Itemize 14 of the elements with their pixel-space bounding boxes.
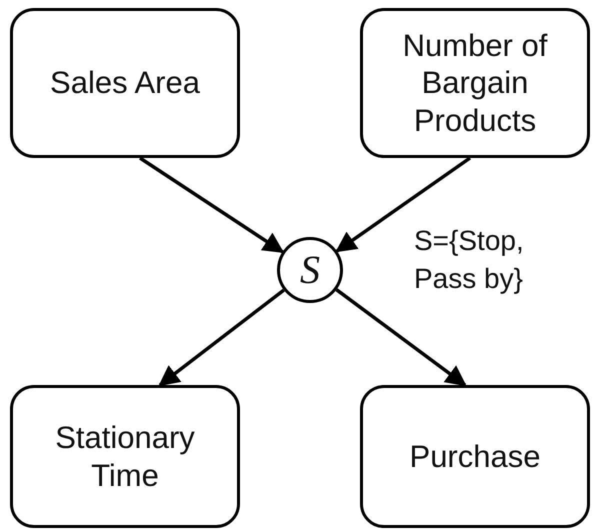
arrow [139,156,284,254]
arrow [335,288,467,386]
process-box [10,385,240,528]
arrow [335,156,471,252]
process-box [360,385,590,528]
box-label: Sales Area [49,64,201,102]
box-label: Number of Bargain Products [402,27,548,139]
variable-symbol: S [300,250,320,290]
set-definition-note: S={Stop, Pass by} [414,224,525,296]
process-box [10,8,240,158]
process-box [360,8,590,158]
box-label: Stationary Time [54,419,196,494]
box-label: Purchase [408,438,542,476]
arrow [158,288,285,386]
